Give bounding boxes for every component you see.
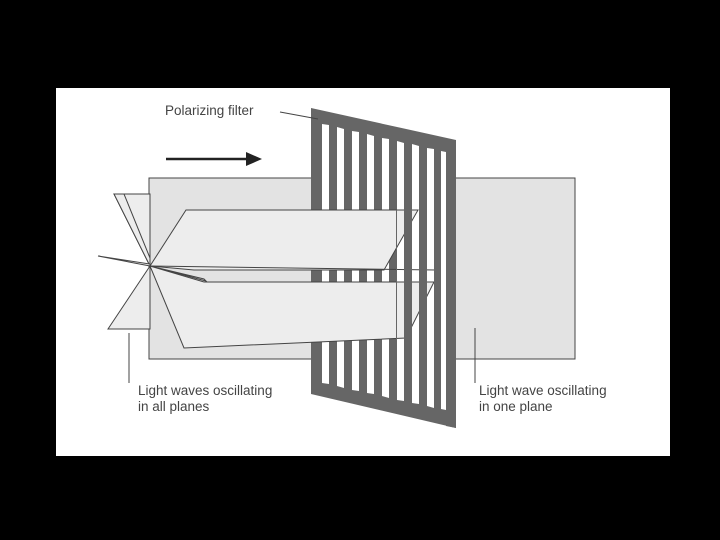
filter-bars-front: [396, 143, 456, 428]
slide: Polarizing filter Light waves oscillatin…: [56, 88, 670, 456]
label-line: Light wave oscillating: [479, 383, 607, 398]
polarization-diagram: [97, 108, 576, 428]
polarizing-filter-label: Polarizing filter: [165, 103, 254, 119]
direction-arrow: [166, 152, 262, 166]
leader-lines: [128, 111, 476, 383]
one-plane-label: Light wave oscillating in one plane: [479, 383, 607, 415]
label-line: Light waves oscillating: [138, 383, 273, 398]
wave-planes-all: [107, 193, 151, 330]
all-planes-label: Light waves oscillating in all planes: [138, 383, 272, 415]
label-text: Polarizing filter: [165, 103, 254, 118]
wave-ribbon: [149, 209, 437, 349]
label-line: in one plane: [479, 399, 553, 414]
label-line: in all planes: [138, 399, 210, 414]
